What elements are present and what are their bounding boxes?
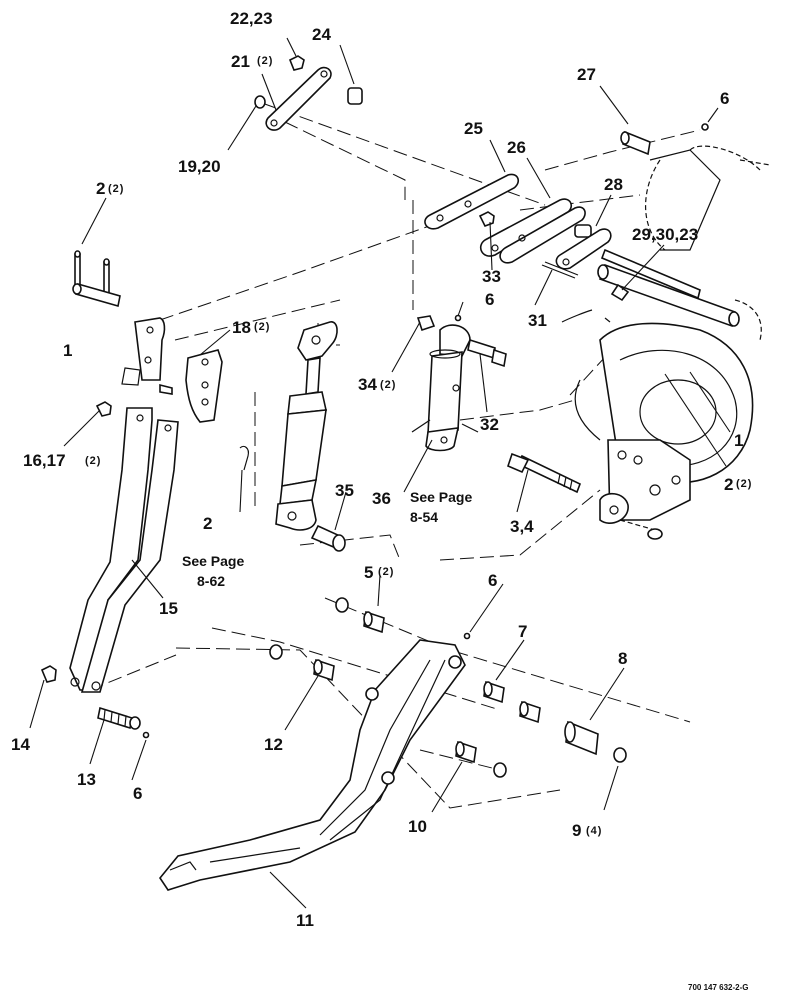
callout-34: 34 (358, 375, 377, 394)
callout-32: 32 (480, 415, 499, 434)
callout-10: 10 (408, 817, 427, 836)
callout-16-17: 16,17 (23, 451, 66, 470)
callout-6-bottom: 6 (133, 784, 142, 803)
bolt-3-4 (507, 452, 582, 494)
callout-3-4: 3,4 (510, 517, 534, 536)
callout-12: 12 (264, 735, 283, 754)
callout-labels: 22,23 24 21 (2) 19,20 27 6 25 26 28 29,3… (11, 9, 752, 930)
lower-hardware (269, 597, 627, 778)
callout-18-qty: (2) (254, 321, 270, 333)
hydraulic-cylinder-left (239, 321, 346, 552)
callout-8: 8 (618, 649, 627, 668)
callout-28: 28 (604, 175, 623, 194)
callout-36: 36 (372, 489, 391, 508)
top-link-assembly (254, 55, 740, 328)
callout-35: 35 (335, 481, 354, 500)
callout-14: 14 (11, 735, 30, 754)
callout-11: 11 (296, 911, 314, 930)
see-page-note-mid-line2: 8-54 (410, 509, 438, 525)
see-page-notes: See Page 8-62 See Page 8-54 (182, 489, 472, 589)
callout-24: 24 (312, 25, 331, 44)
callout-27: 27 (577, 65, 596, 84)
callout-2-right-qty: (2) (736, 478, 752, 490)
lift-arm (40, 401, 179, 739)
see-page-note-left-line2: 8-62 (197, 573, 225, 589)
callout-19-20: 19,20 (178, 157, 221, 176)
callout-9-qty: (4) (586, 825, 602, 837)
callout-2-top-qty: (2) (108, 183, 124, 195)
callout-15: 15 (159, 599, 178, 618)
frame-housing (574, 145, 771, 540)
hydraulic-cylinder-middle (411, 314, 507, 452)
callout-31: 31 (528, 311, 547, 330)
callout-34-qty: (2) (380, 379, 396, 391)
drawing-code: 700 147 632-2-G (688, 983, 749, 992)
callout-6-lower: 6 (488, 571, 497, 590)
leader-lines (29, 37, 731, 909)
callout-5-qty: (2) (378, 566, 394, 578)
see-page-note-left-line1: See Page (182, 553, 244, 569)
callout-2-top: 2 (96, 179, 105, 198)
callout-2-right: 2 (724, 475, 733, 494)
callout-1-left: 1 (63, 341, 72, 360)
callout-6-top: 6 (720, 89, 729, 108)
callout-21-qty: (2) (257, 55, 273, 67)
callout-33: 33 (482, 267, 501, 286)
callout-9: 9 (572, 821, 581, 840)
left-bracket-assembly (72, 250, 223, 423)
callout-5: 5 (364, 563, 373, 582)
callout-1-right: 1 (734, 431, 743, 450)
see-page-note-mid-line1: See Page (410, 489, 472, 505)
callout-2-mid: 2 (203, 514, 212, 533)
callout-13: 13 (77, 770, 96, 789)
callout-6-mid: 6 (485, 290, 494, 309)
callout-16-17-qty: (2) (85, 455, 101, 467)
callout-22-23: 22,23 (230, 9, 273, 28)
callout-25: 25 (464, 119, 483, 138)
callout-7: 7 (518, 622, 527, 641)
callout-18: 18 (232, 318, 251, 337)
callout-26: 26 (507, 138, 526, 157)
callout-21: 21 (231, 52, 250, 71)
skid-arm (159, 639, 466, 891)
callout-29-30-23: 29,30,23 (632, 225, 698, 244)
